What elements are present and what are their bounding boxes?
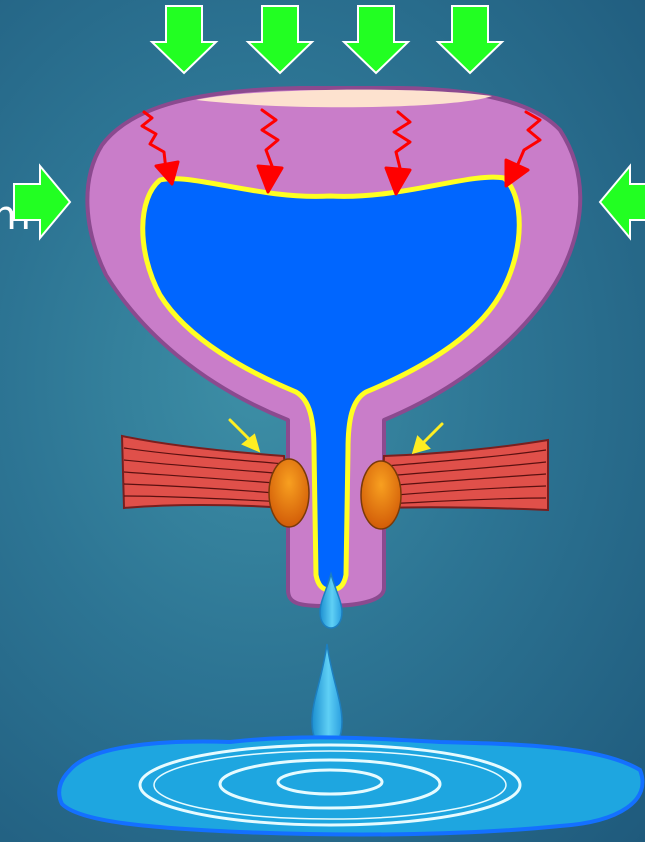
right-sphincter	[361, 440, 548, 529]
down-arrow-icon	[152, 6, 216, 73]
pressure-arrows-top	[152, 6, 502, 73]
left-sphincter-core	[269, 459, 309, 527]
bladder-lumen	[143, 177, 520, 590]
droplet-icon	[312, 644, 342, 748]
small-arrow-icon	[230, 420, 258, 450]
puddle	[59, 737, 642, 834]
right-sphincter-core	[361, 461, 401, 529]
left-sphincter	[122, 436, 309, 527]
side-arrow-icon	[14, 166, 70, 238]
down-arrow-icon	[248, 6, 312, 73]
small-arrow-icon	[414, 424, 442, 452]
side-arrow-icon	[600, 166, 645, 238]
down-arrow-icon	[344, 6, 408, 73]
right-muscle-band	[382, 440, 548, 510]
down-arrow-icon	[438, 6, 502, 73]
